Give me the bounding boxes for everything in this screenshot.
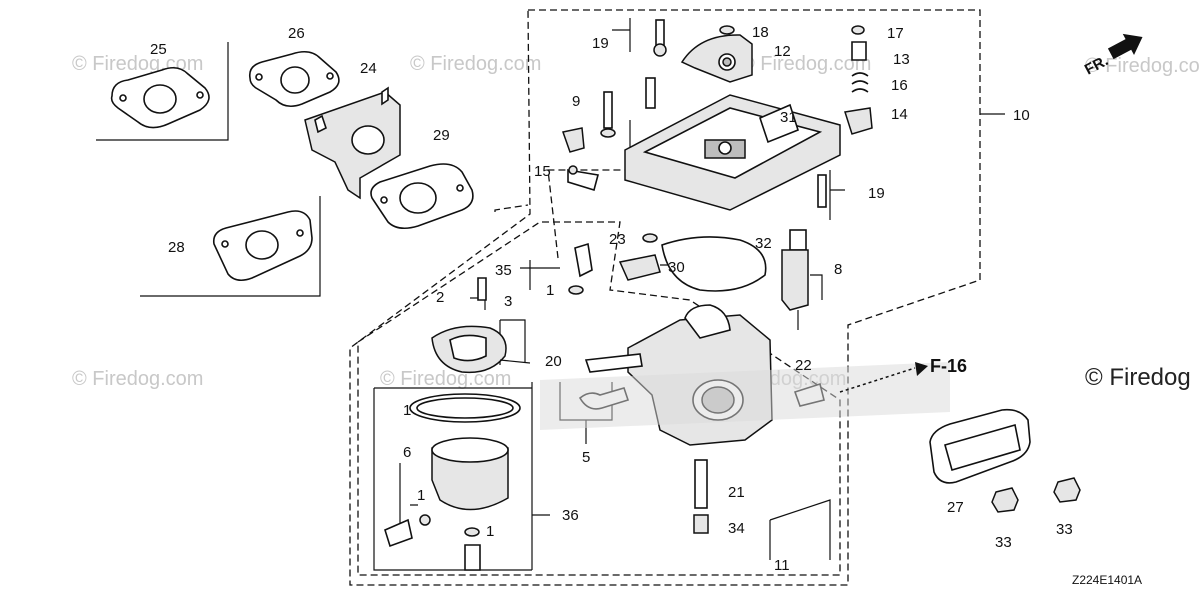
callout-22: 22 xyxy=(795,357,812,374)
screw-19a xyxy=(655,19,665,47)
callout-8: 8 xyxy=(834,261,842,278)
callout-23: 23 xyxy=(609,231,626,248)
watermark: © Firedog.com xyxy=(1085,55,1200,77)
part-33-nuts xyxy=(991,477,1081,513)
boundary-11 xyxy=(357,221,841,576)
callout-13: 13 xyxy=(893,51,910,68)
callout-10: 10 xyxy=(1013,107,1030,124)
part-3-assembly xyxy=(431,277,531,374)
callout-33a: 33 xyxy=(995,534,1012,551)
group-boundaries xyxy=(349,9,981,586)
watermark: © Firedog.com xyxy=(380,368,511,390)
callout-36: 36 xyxy=(562,507,579,524)
callout-30: 30 xyxy=(668,259,685,276)
fasteners xyxy=(562,19,873,295)
boundary-10-left xyxy=(494,204,529,212)
part-27-gasket xyxy=(929,408,1031,484)
part-28-gasket xyxy=(212,210,313,282)
callout-15: 15 xyxy=(534,163,551,180)
callout-24: 24 xyxy=(360,60,377,77)
callout-20: 20 xyxy=(545,353,562,370)
callout-6: 6 xyxy=(403,444,411,461)
callout-31: 31 xyxy=(780,109,797,126)
callout-28: 28 xyxy=(168,239,185,256)
callout-32: 32 xyxy=(755,235,772,252)
callout-3: 3 xyxy=(504,293,512,310)
screw-19b xyxy=(645,77,656,109)
callout-34: 34 xyxy=(728,520,745,537)
part-24-insulator xyxy=(304,86,401,200)
callout-2: 2 xyxy=(436,289,444,306)
callout-1d: 1 xyxy=(486,523,494,540)
part-29-gasket xyxy=(370,163,474,230)
callout-17: 17 xyxy=(887,25,904,42)
boundary-inner xyxy=(547,169,690,259)
callout-35: 35 xyxy=(495,262,512,279)
callout-5: 5 xyxy=(582,449,590,466)
callout-21: 21 xyxy=(728,484,745,501)
reference-arrow: F-16 xyxy=(839,356,967,393)
part-26-gasket xyxy=(248,50,340,108)
callout-19a: 19 xyxy=(592,35,609,52)
stipple-band xyxy=(540,362,950,430)
callout-16: 16 xyxy=(891,77,908,94)
callout-25: 25 xyxy=(150,41,167,58)
callout-1a: 1 xyxy=(546,282,554,299)
callout-1c: 1 xyxy=(417,487,425,504)
callout-11: 11 xyxy=(774,557,790,574)
watermark: © Firedog.com xyxy=(740,53,871,75)
direction-arrow-icon xyxy=(1107,33,1143,60)
callout-29: 29 xyxy=(433,127,450,144)
callout-1b: 1 xyxy=(403,402,411,419)
callout-19b: 19 xyxy=(868,185,885,202)
callout-9: 9 xyxy=(572,93,580,110)
watermark: © Firedog.com xyxy=(410,53,541,75)
watermark: © Firedog.com xyxy=(72,368,203,390)
callouts: 25 26 24 29 28 19 18 12 17 13 16 14 10 9… xyxy=(150,24,1073,574)
part-12-gear xyxy=(680,34,753,83)
callout-26: 26 xyxy=(288,25,305,42)
boundary-10 xyxy=(349,9,981,586)
reference-label: F-16 xyxy=(930,356,967,376)
watermark-group: © Firedog.com © Firedog.com © Firedog.co… xyxy=(72,53,1200,391)
callout-33b: 33 xyxy=(1056,521,1073,538)
callout-12: 12 xyxy=(774,43,791,60)
part-36-bowl xyxy=(384,393,521,571)
callout-18: 18 xyxy=(752,24,769,41)
part-25-gasket xyxy=(110,66,210,129)
part-8-float xyxy=(781,229,809,330)
callout-14: 14 xyxy=(891,106,908,123)
part-31-cover-assembly xyxy=(624,94,841,211)
diagram-code: Z224E1401A xyxy=(1072,573,1142,587)
callout-27: 27 xyxy=(947,499,964,516)
watermark-right: © Firedog xyxy=(1085,364,1191,391)
